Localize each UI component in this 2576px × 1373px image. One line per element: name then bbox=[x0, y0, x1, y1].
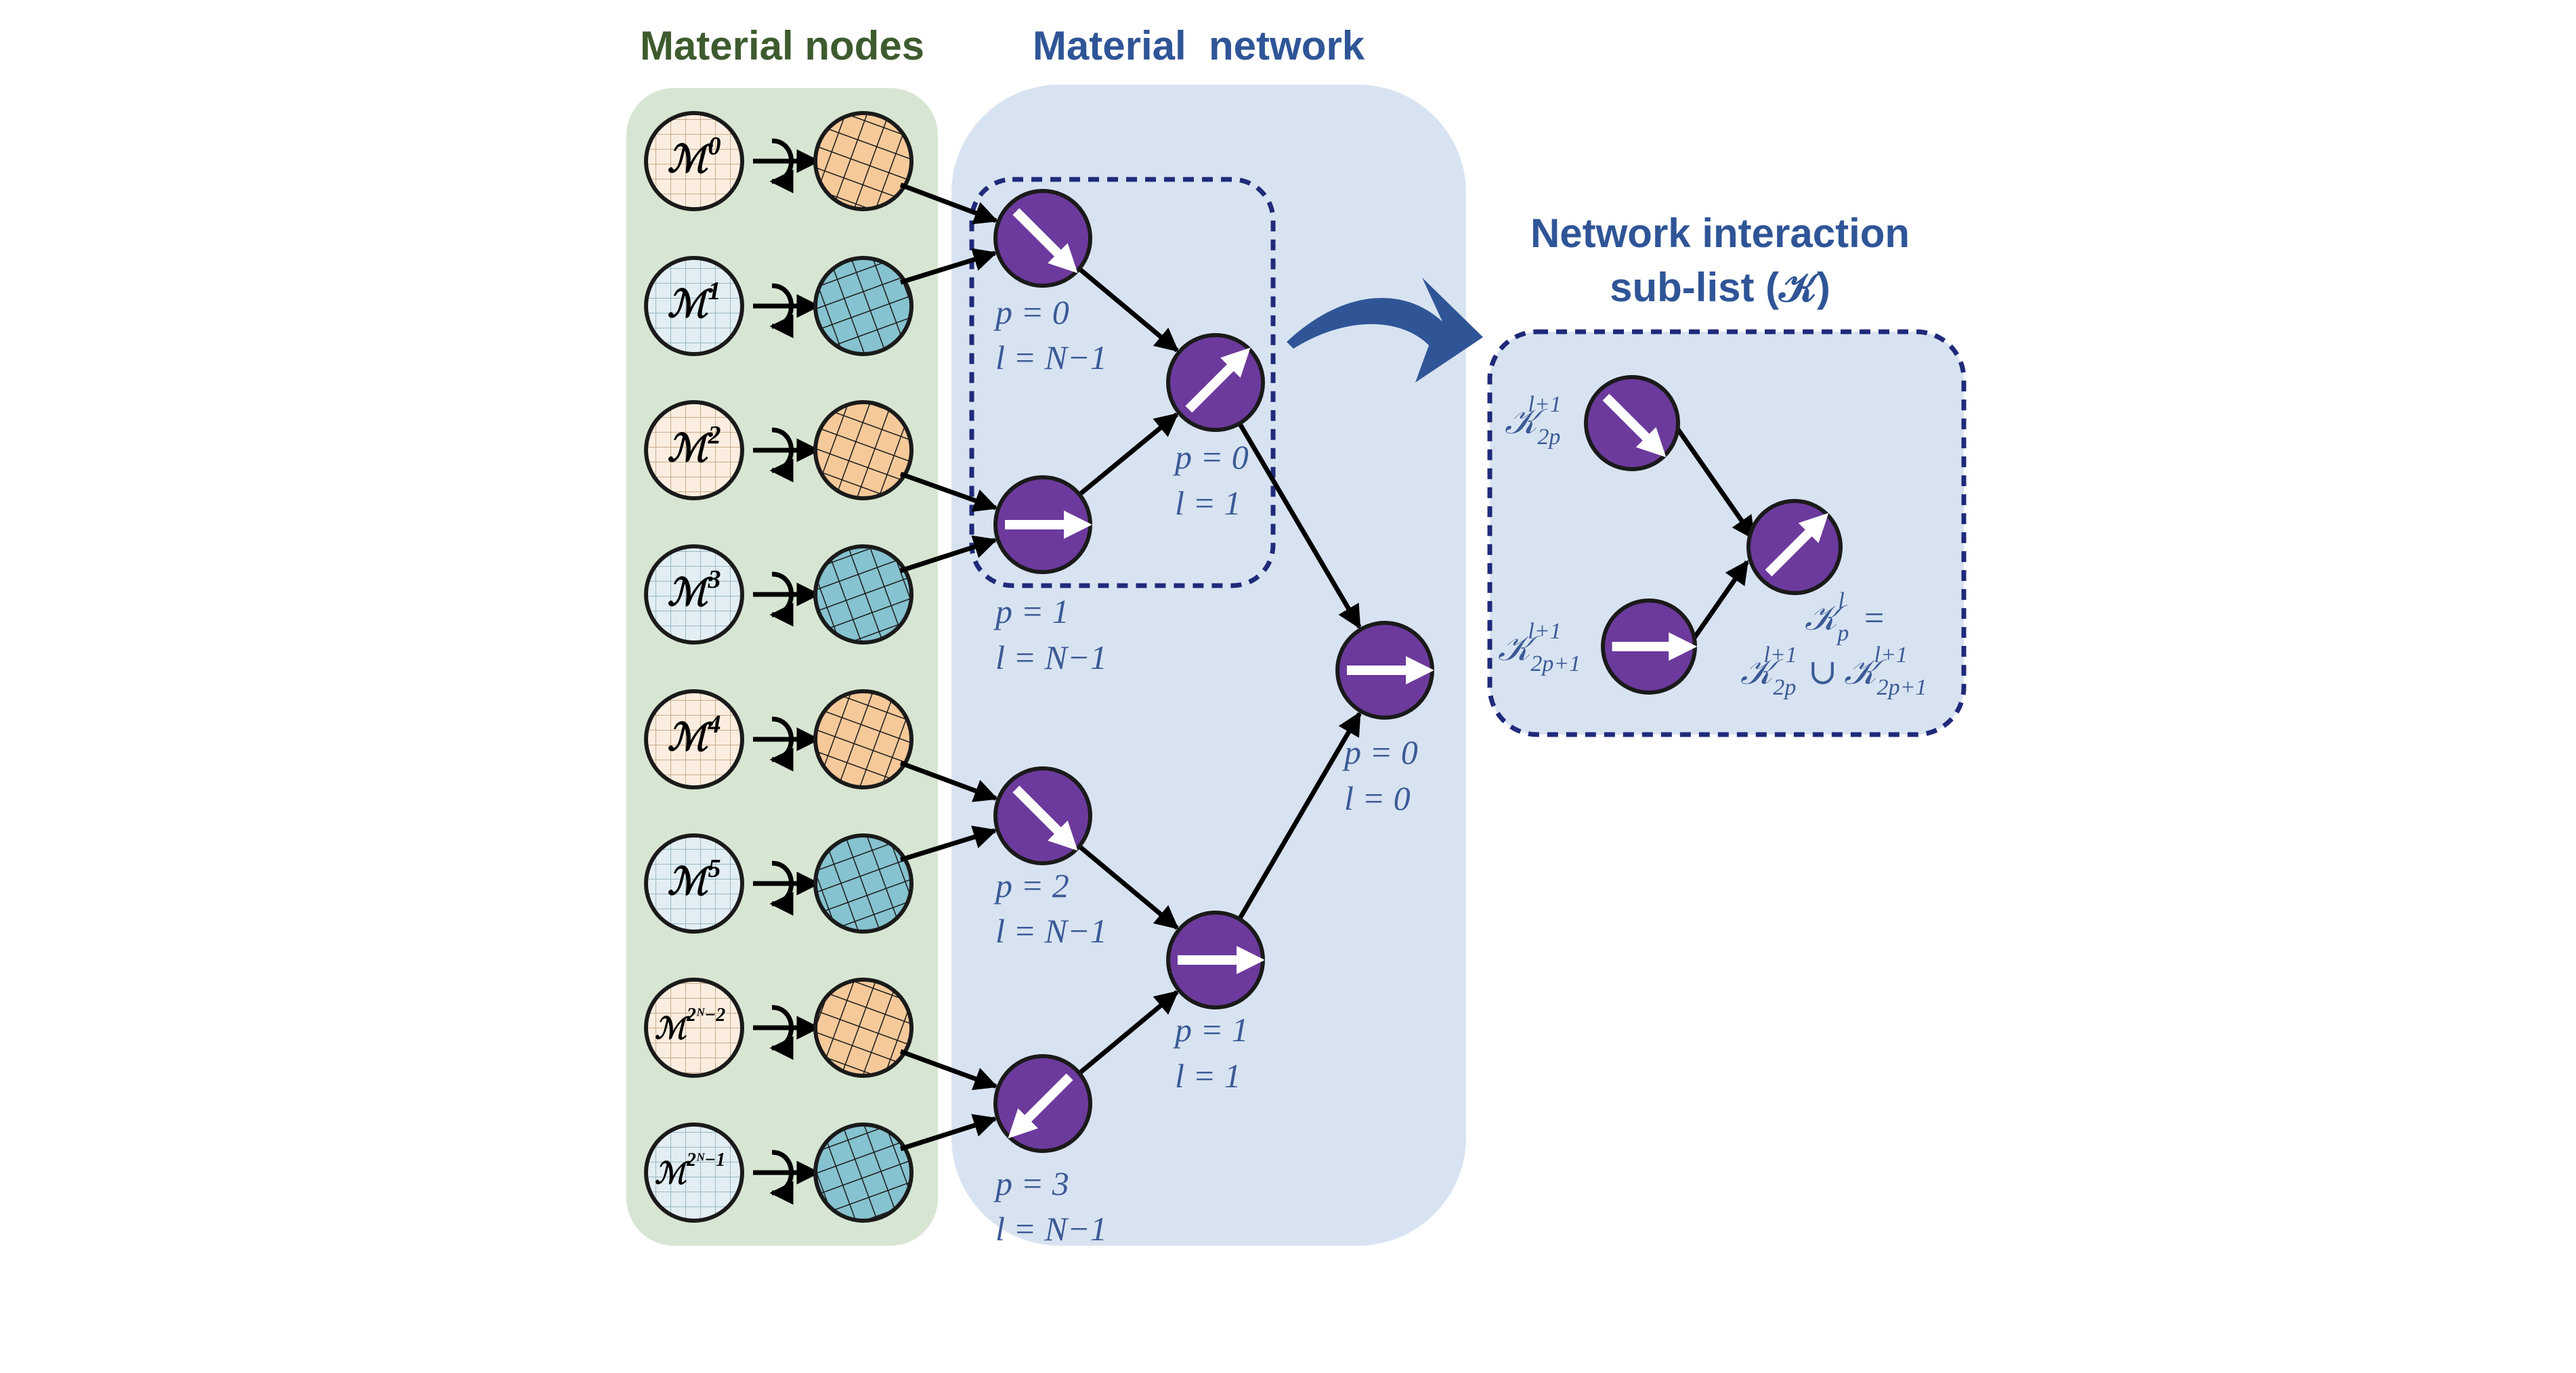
material-node-row-2: ℳ2 bbox=[644, 400, 914, 500]
material-node-base-3 bbox=[644, 544, 744, 645]
material-node-row-0: ℳ0 bbox=[644, 111, 914, 211]
network-node-b0 bbox=[1166, 333, 1265, 432]
k-parent-label: 𝒦pl= bbox=[1805, 588, 1886, 646]
label-p1-lN-p: p = 1 bbox=[993, 592, 1069, 630]
loop-arrow-icon bbox=[769, 1150, 794, 1205]
loop-arrow-icon bbox=[769, 860, 794, 916]
material-node-label-0: ℳ0 bbox=[668, 132, 721, 181]
material-node-label-4: ℳ4 bbox=[668, 710, 721, 759]
label-p2-lN-p: p = 2 bbox=[993, 867, 1069, 905]
edge-mat5-a2 bbox=[899, 825, 997, 863]
material-node-base-7 bbox=[644, 1123, 744, 1223]
material-node-label-2: ℳ2 bbox=[668, 421, 721, 470]
material-node-row-6: ℳ2ᴺ−2 bbox=[644, 978, 914, 1078]
direction-arrow-icon bbox=[1012, 785, 1078, 851]
direction-arrow-icon bbox=[1008, 1073, 1073, 1139]
edge-mat2-a1 bbox=[899, 471, 998, 512]
material-network-title: Material network bbox=[1033, 23, 1365, 68]
loop-arrow-icon bbox=[769, 571, 794, 627]
material-node-rotated-7 bbox=[813, 1123, 914, 1223]
label-p1-l1-l: l = 1 bbox=[1175, 1057, 1241, 1095]
direction-arrow-icon bbox=[1012, 208, 1078, 274]
sublist-node-child-2p bbox=[1584, 375, 1680, 471]
material-node-row-7: ℳ2ᴺ−1 bbox=[644, 1123, 914, 1223]
network-edges bbox=[899, 182, 1362, 1152]
sublist-title-line2: sub-list (𝒦) bbox=[1610, 265, 1830, 310]
material-node-row-4: ℳ4 bbox=[644, 689, 914, 789]
label-p2-lN-l: l = N−1 bbox=[995, 912, 1107, 950]
material-node-rotated-0 bbox=[813, 111, 914, 211]
direction-arrow-icon bbox=[1185, 347, 1251, 413]
edge-mat1-a0 bbox=[899, 248, 997, 285]
sublist-edges bbox=[1674, 424, 1756, 641]
sublist-node-parent bbox=[1746, 499, 1843, 595]
loop-arrow-icon bbox=[769, 138, 794, 194]
material-network-panel bbox=[951, 85, 1466, 1246]
material-node-rotated-4 bbox=[813, 689, 914, 789]
direction-arrow-icon bbox=[1765, 513, 1829, 577]
material-node-label-5: ℳ5 bbox=[668, 854, 721, 903]
material-node-row-1: ℳ1 bbox=[644, 256, 914, 356]
material-nodes-panel bbox=[626, 88, 938, 1246]
loop-arrow-icon bbox=[769, 283, 794, 339]
material-node-base-1 bbox=[644, 256, 744, 356]
material-node-row-3: ℳ3 bbox=[644, 544, 914, 645]
material-node-base-0 bbox=[644, 111, 744, 211]
loop-arrow-icon bbox=[769, 427, 794, 483]
loop-arrow-icon bbox=[769, 716, 794, 772]
material-node-rotated-6 bbox=[813, 978, 914, 1078]
big-curved-arrow bbox=[1287, 278, 1483, 383]
k-union-label: 𝒦2pl+1∪𝒦2p+1l+1 bbox=[1740, 642, 1927, 700]
network-dashed-group bbox=[969, 177, 1276, 588]
network-node-a3 bbox=[993, 1054, 1092, 1153]
direction-arrow-icon bbox=[1602, 393, 1667, 458]
network-node-b1 bbox=[1166, 911, 1265, 1009]
material-node-base-2 bbox=[644, 400, 744, 500]
label-p0-l0-l: l = 0 bbox=[1344, 779, 1411, 817]
material-node-base-6 bbox=[644, 978, 744, 1078]
network-node-a2 bbox=[993, 766, 1092, 865]
loop-arrow-icon bbox=[769, 1005, 794, 1060]
sublist-nodes bbox=[1584, 375, 1843, 695]
material-node-rotated-2 bbox=[813, 400, 914, 500]
label-p0-l0-p: p = 0 bbox=[1342, 733, 1418, 771]
material-node-label-1: ℳ1 bbox=[668, 277, 721, 326]
edge-mat4-a2 bbox=[899, 760, 998, 802]
material-node-row-5: ℳ5 bbox=[644, 833, 914, 934]
sublist-title-line1: Network interaction bbox=[1530, 211, 1910, 256]
label-p0-l1-l: l = 1 bbox=[1175, 484, 1241, 522]
network-node-a1 bbox=[993, 475, 1092, 574]
network-node-c0 bbox=[1335, 621, 1434, 720]
label-p3-lN-p: p = 3 bbox=[993, 1164, 1069, 1202]
label-p0-l1-p: p = 0 bbox=[1173, 438, 1249, 476]
material-node-label-6: ℳ2ᴺ−2 bbox=[655, 1005, 725, 1045]
edge-mat6-a3 bbox=[899, 1049, 998, 1091]
network-nodes bbox=[993, 189, 1434, 1153]
edge-mat0-a0 bbox=[899, 182, 999, 225]
material-node-base-4 bbox=[644, 689, 744, 789]
edge-mat7-a3 bbox=[899, 1114, 997, 1152]
network-node-a0 bbox=[993, 189, 1092, 288]
label-p1-lN-l: l = N−1 bbox=[995, 638, 1107, 676]
material-node-label-7: ℳ2ᴺ−1 bbox=[655, 1150, 725, 1190]
material-nodes-title: Material nodes bbox=[640, 23, 924, 68]
material-node-base-5 bbox=[644, 833, 744, 934]
label-p1-l1-p: p = 1 bbox=[1173, 1011, 1249, 1049]
label-p0-lN-p: p = 0 bbox=[993, 293, 1069, 331]
edge-mat3-a1 bbox=[899, 535, 997, 573]
sublist-node-child-2p1 bbox=[1601, 598, 1698, 695]
material-node-rotated-5 bbox=[813, 833, 914, 934]
material-node-rotated-1 bbox=[813, 256, 914, 356]
material-node-rotated-3 bbox=[813, 544, 914, 645]
material-node-label-3: ℳ3 bbox=[668, 565, 721, 614]
label-p3-lN-l: l = N−1 bbox=[995, 1210, 1107, 1248]
label-p0-lN-l: l = N−1 bbox=[995, 339, 1107, 376]
k-bottom-label: 𝒦2p+1l+1 bbox=[1498, 619, 1581, 676]
